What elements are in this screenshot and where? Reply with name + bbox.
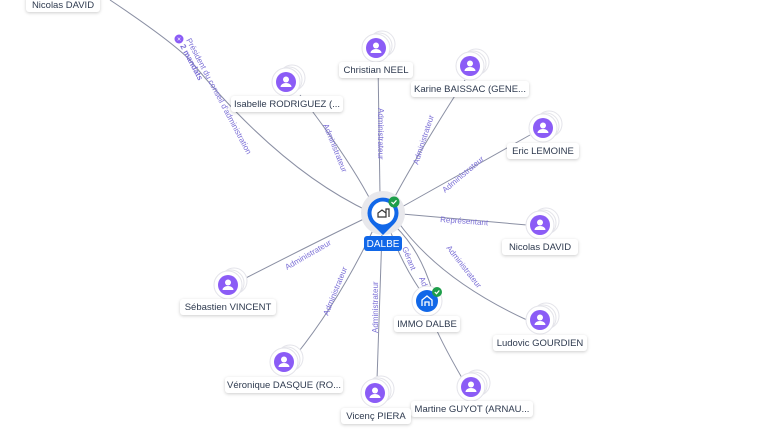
person-icon <box>360 375 395 408</box>
building-icon <box>377 208 390 218</box>
edge-label: Ad <box>417 275 429 287</box>
svg-text:Nicolas DAVID: Nicolas DAVID <box>32 0 94 11</box>
edge-label: Administrateur <box>444 244 483 290</box>
svg-text:Eric LEMOINE: Eric LEMOINE <box>512 146 574 157</box>
building-icon <box>421 295 433 306</box>
center-node-dalbe[interactable]: DALBE <box>361 191 405 251</box>
person-icon <box>361 30 396 63</box>
person-icon <box>213 267 248 300</box>
person-icon <box>456 369 491 402</box>
person-node[interactable]: Karine BAISSAC (GENE... <box>411 48 529 97</box>
svg-text:Nicolas DAVID: Nicolas DAVID <box>509 242 571 253</box>
person-node[interactable]: Vicenç PIERA <box>341 375 411 424</box>
edge-label: Administrateur <box>441 154 487 194</box>
svg-text:Sébastien VINCENT: Sébastien VINCENT <box>185 302 272 313</box>
svg-text:Véronique DASQUE (RO...: Véronique DASQUE (RO... <box>227 380 341 391</box>
edge-label: Gérant <box>400 245 418 272</box>
person-node[interactable]: Martine GUYOT (ARNAU... <box>411 369 533 417</box>
svg-text:Martine GUYOT (ARNAU...: Martine GUYOT (ARNAU... <box>415 404 530 415</box>
person-icon <box>271 64 306 97</box>
svg-text:Karine BAISSAC (GENE...: Karine BAISSAC (GENE... <box>414 84 526 95</box>
person-node[interactable]: Sébastien VINCENT <box>180 267 276 315</box>
person-node[interactable]: Nicolas DAVID <box>26 0 100 12</box>
edge-label: Administrateur <box>321 122 349 174</box>
svg-text:DALBE: DALBE <box>367 239 400 250</box>
svg-text:Isabelle RODRIGUEZ (...: Isabelle RODRIGUEZ (... <box>234 99 340 110</box>
person-node[interactable]: Isabelle RODRIGUEZ (... <box>231 64 343 112</box>
verified-check-icon <box>432 287 442 297</box>
edge-label: Administrateur <box>371 281 380 333</box>
person-icon <box>525 207 560 240</box>
edge-label: Administrateur <box>376 108 385 160</box>
company-node-immo-dalbe[interactable]: IMMO DALBE <box>394 285 460 332</box>
person-node[interactable]: Nicolas DAVID <box>502 207 578 255</box>
person-icon <box>455 48 490 81</box>
person-icon <box>528 110 563 143</box>
svg-text:Christian NEEL: Christian NEEL <box>344 65 409 76</box>
edge-label: Administrateur <box>322 265 350 317</box>
svg-text:×: × <box>177 37 181 44</box>
svg-text:Ludovic GOURDIEN: Ludovic GOURDIEN <box>497 338 584 349</box>
edge-label-president: × Président du conseil d'administration … <box>174 34 253 156</box>
person-node[interactable]: Eric LEMOINE <box>507 110 579 159</box>
person-node[interactable]: Véronique DASQUE (RO... <box>225 344 343 393</box>
person-node[interactable]: Christian NEEL <box>339 30 413 78</box>
svg-text:Vicenç PIERA: Vicenç PIERA <box>346 411 406 422</box>
edge-label: Représentant <box>440 215 489 227</box>
person-node[interactable]: Ludovic GOURDIEN <box>493 302 587 351</box>
svg-text:IMMO DALBE: IMMO DALBE <box>397 319 457 330</box>
verified-check-icon <box>388 196 400 208</box>
person-icon <box>525 302 560 335</box>
person-icon <box>269 344 304 377</box>
edge-label: Administrateur <box>411 113 436 165</box>
